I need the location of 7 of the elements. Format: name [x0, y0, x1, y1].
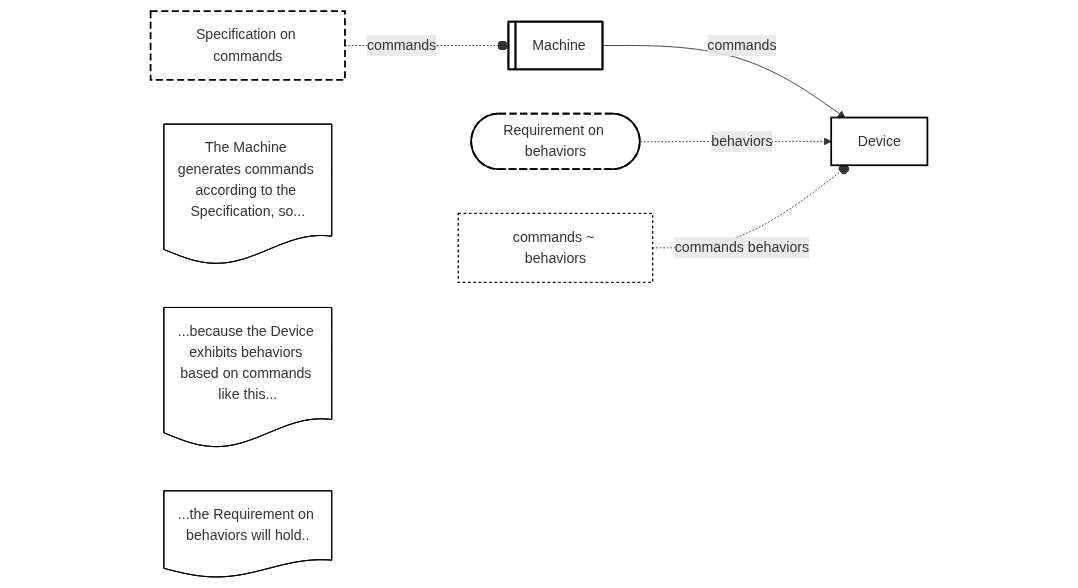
edge-label: commands	[367, 37, 437, 53]
edge-label: commands	[707, 37, 777, 53]
node-box: Specification on commands	[149, 10, 346, 81]
edge-label: behaviors	[711, 133, 773, 149]
node-box: commands ~ behaviors	[457, 212, 654, 283]
edge-label: commands behaviors	[674, 239, 810, 255]
node-box: Device	[830, 116, 929, 167]
